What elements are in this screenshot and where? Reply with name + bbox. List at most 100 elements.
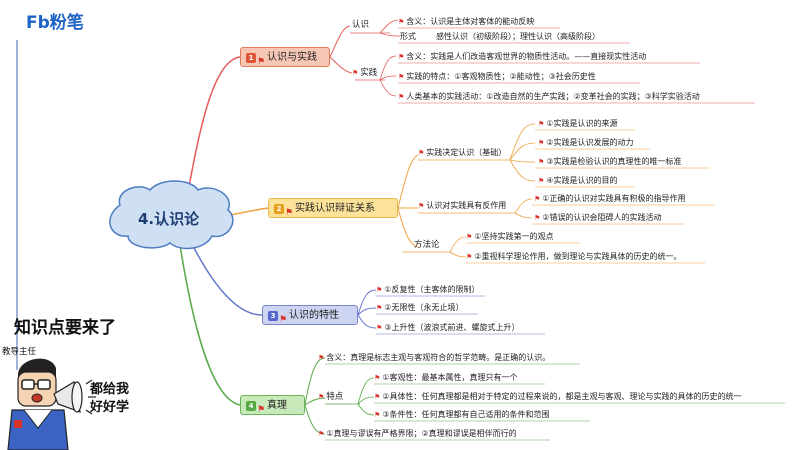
flag-icon: ⚑ bbox=[374, 393, 381, 401]
flag-icon: ⚑ bbox=[538, 158, 545, 166]
b2-f1: ⚑①正确的认识对实践具有积极的指导作用 bbox=[534, 194, 685, 204]
b2-f1-text: ①正确的认识对实践具有积极的指导作用 bbox=[542, 194, 686, 203]
b1-sj-xingshi-text: 人类基本的实践活动：①改造自然的生产实践；②变革社会的实践；③科学实验活动 bbox=[406, 92, 700, 101]
flag-icon: ⚑ bbox=[534, 195, 541, 203]
b3-t2: ⚑②无限性（永无止境） bbox=[376, 303, 463, 313]
b4-tedian-text: 特点 bbox=[326, 392, 344, 402]
flag-icon: ⚑ bbox=[538, 139, 545, 147]
sticker-headline: 知识点要来了 bbox=[14, 318, 116, 338]
b2-j4: ⚑④实践是认识的目的 bbox=[538, 176, 617, 186]
flag-icon: ⚑ bbox=[318, 430, 325, 438]
flag-icon: ⚑ bbox=[376, 286, 383, 294]
b3-t1: ⚑①反复性（主客体的限制） bbox=[376, 285, 479, 295]
b3-t3-text: ③上升性（波浪式前进、螺旋式上升） bbox=[384, 323, 520, 332]
b2-f2-text: ②错误的认识会阻碍人的实践活动 bbox=[542, 213, 662, 222]
b1-sj-tedian-text: 实践的特点：①客观物质性；②能动性；③社会历史性 bbox=[406, 72, 596, 81]
b4-d2-text: ②具体性：任何真理都是相对于特定的过程来说的，都是主观与客观、理论与实践的具体的… bbox=[382, 392, 742, 401]
b1-shijian: ⚑实践 bbox=[352, 68, 377, 79]
b2-juedi: ⚑实践决定认识（基础） bbox=[418, 148, 506, 158]
b2-j3: ⚑③实践是检验认识的真理性的唯一标准 bbox=[538, 157, 681, 167]
b3-t3: ⚑③上升性（波浪式前进、螺旋式上升） bbox=[376, 323, 519, 333]
b1-sj-xingshi: ⚑人类基本的实践活动：①改造自然的生产实践；②变革社会的实践；③科学实验活动 bbox=[398, 92, 700, 102]
flag-icon: ⚑ bbox=[318, 393, 325, 401]
branch-3-box: 3 ⚑ 认识的特性 bbox=[262, 305, 358, 325]
connector-center-b4 bbox=[179, 244, 241, 406]
b2-j3-text: ③实践是检验认识的真理性的唯一标准 bbox=[546, 157, 682, 166]
b4-last-text: ①真理与谬误有严格界限；②真理和谬误是相伴而行的 bbox=[326, 429, 517, 438]
flag-icon: ⚑ bbox=[398, 73, 405, 81]
branch-4-box: 4 ⚑ 真理 bbox=[240, 395, 305, 415]
teacher-cartoon-icon bbox=[7, 358, 96, 450]
b1-hanyi: ⚑含义：认识是主体对客体的能动反映 bbox=[398, 17, 534, 27]
branch-2-label: 实践认识辩证关系 bbox=[295, 203, 375, 214]
b1-sj-hanyi: ⚑含义：实践是人们改造客观世界的物质性活动。——直接现实性活动 bbox=[398, 52, 646, 62]
connector-center-b1 bbox=[184, 56, 241, 211]
flag-icon: ⚑ bbox=[374, 411, 381, 419]
branch-2-box: 2 ⚑ 实践认识辩证关系 bbox=[268, 198, 398, 218]
pin-icon: ⚑ bbox=[279, 315, 288, 325]
b4-hanyi-text: 含义：真理是标志主观与客观符合的哲学范畴。是正确的认识。 bbox=[326, 353, 551, 362]
branch-3-number: 3 bbox=[268, 311, 278, 321]
b4-d3-text: ③条件性：任何真理都有自己适用的条件和范围 bbox=[382, 410, 550, 419]
connector-center-b3 bbox=[189, 239, 263, 316]
b2-juedi-text: 实践决定认识（基础） bbox=[426, 148, 507, 157]
pin-icon: ⚑ bbox=[257, 57, 266, 67]
flag-icon: ⚑ bbox=[466, 253, 473, 261]
flag-icon: ⚑ bbox=[318, 354, 325, 362]
pin-icon: ⚑ bbox=[285, 208, 294, 218]
b2-m2: ⚑②重视科学理论作用，做到理论与实践具体的历史的统一。 bbox=[466, 252, 681, 262]
flag-icon: ⚑ bbox=[534, 214, 541, 222]
b4-last: ⚑①真理与谬误有严格界限；②真理和谬误是相伴而行的 bbox=[318, 429, 517, 439]
branch-1-box: 1 ⚑ 认识与实践 bbox=[240, 47, 330, 67]
b2-j2: ⚑②实践是认识发展的动力 bbox=[538, 138, 633, 148]
branch-3-label: 认识的特性 bbox=[289, 310, 339, 321]
connector-center-b2 bbox=[229, 207, 269, 216]
b2-j4-text: ④实践是认识的目的 bbox=[546, 176, 618, 185]
flag-icon: ⚑ bbox=[398, 18, 405, 26]
flag-icon: ⚑ bbox=[466, 233, 473, 241]
branch-4-number: 4 bbox=[246, 401, 256, 411]
b4-d1: ⚑①客观性：最基本属性，真理只有一个 bbox=[374, 373, 517, 383]
b3-t1-text: ①反复性（主客体的限制） bbox=[384, 285, 480, 294]
b2-m2-text: ②重视科学理论作用，做到理论与实践具体的历史的统一。 bbox=[474, 252, 682, 261]
flag-icon: ⚑ bbox=[352, 69, 359, 77]
b2-m1: ⚑①坚持实践第一的观点 bbox=[466, 232, 553, 242]
brand-logo: Fb粉笔 bbox=[26, 13, 84, 33]
pin-icon: ⚑ bbox=[257, 405, 266, 415]
b1-renshi: 认识 bbox=[352, 20, 370, 30]
sticker-speech-line-1: 都给我 bbox=[90, 382, 130, 397]
branch-1-number: 1 bbox=[246, 53, 256, 63]
b4-d3: ⚑③条件性：任何真理都有自己适用的条件和范围 bbox=[374, 410, 549, 420]
branch-1-label: 认识与实践 bbox=[267, 52, 317, 63]
b2-f2: ⚑②错误的认识会阻碍人的实践活动 bbox=[534, 213, 661, 223]
flag-icon: ⚑ bbox=[418, 149, 425, 157]
flag-icon: ⚑ bbox=[374, 374, 381, 382]
b2-fanzuo: ⚑认识对实践具有反作用 bbox=[418, 201, 506, 211]
b2-j2-text: ②实践是认识发展的动力 bbox=[546, 138, 634, 147]
branch-2-number: 2 bbox=[274, 204, 284, 214]
b1-xingshi-text: 感性认识（初级阶段）；理性认识（高级阶段） bbox=[436, 32, 600, 41]
flag-icon: ⚑ bbox=[398, 53, 405, 61]
b2-j1-text: ①实践是认识的来源 bbox=[546, 119, 618, 128]
b1-xingshi: 形式 bbox=[400, 32, 416, 41]
branch-4-label: 真理 bbox=[267, 400, 287, 411]
flag-icon: ⚑ bbox=[376, 324, 383, 332]
b4-d1-text: ①客观性：最基本属性，真理只有一个 bbox=[382, 373, 518, 382]
b2-m1-text: ①坚持实践第一的观点 bbox=[474, 232, 554, 241]
b2-fanzuo-text: 认识对实践具有反作用 bbox=[426, 201, 507, 210]
sticker-role: 教导主任 bbox=[2, 347, 37, 357]
b2-fangfa: 方法论 bbox=[414, 240, 440, 250]
b2-j1: ⚑①实践是认识的来源 bbox=[538, 119, 617, 129]
b1-sj-hanyi-text: 含义：实践是人们改造客观世界的物质性活动。——直接现实性活动 bbox=[406, 52, 647, 61]
b4-tedian: ⚑特点 bbox=[318, 392, 343, 403]
flag-icon: ⚑ bbox=[538, 120, 545, 128]
flag-icon: ⚑ bbox=[418, 202, 425, 210]
flag-icon: ⚑ bbox=[398, 93, 405, 101]
left-vertical-rule bbox=[16, 40, 18, 370]
b4-hanyi: ⚑含义：真理是标志主观与客观符合的哲学范畴。是正确的认识。 bbox=[318, 353, 550, 363]
b1-hanyi-text: 含义：认识是主体对客体的能动反映 bbox=[406, 17, 535, 26]
b3-t2-text: ②无限性（永无止境） bbox=[384, 303, 464, 312]
sticker-speech-line-2: 好好学 bbox=[90, 400, 130, 415]
b1-sj-tedian: ⚑实践的特点：①客观物质性；②能动性；③社会历史性 bbox=[398, 72, 596, 82]
